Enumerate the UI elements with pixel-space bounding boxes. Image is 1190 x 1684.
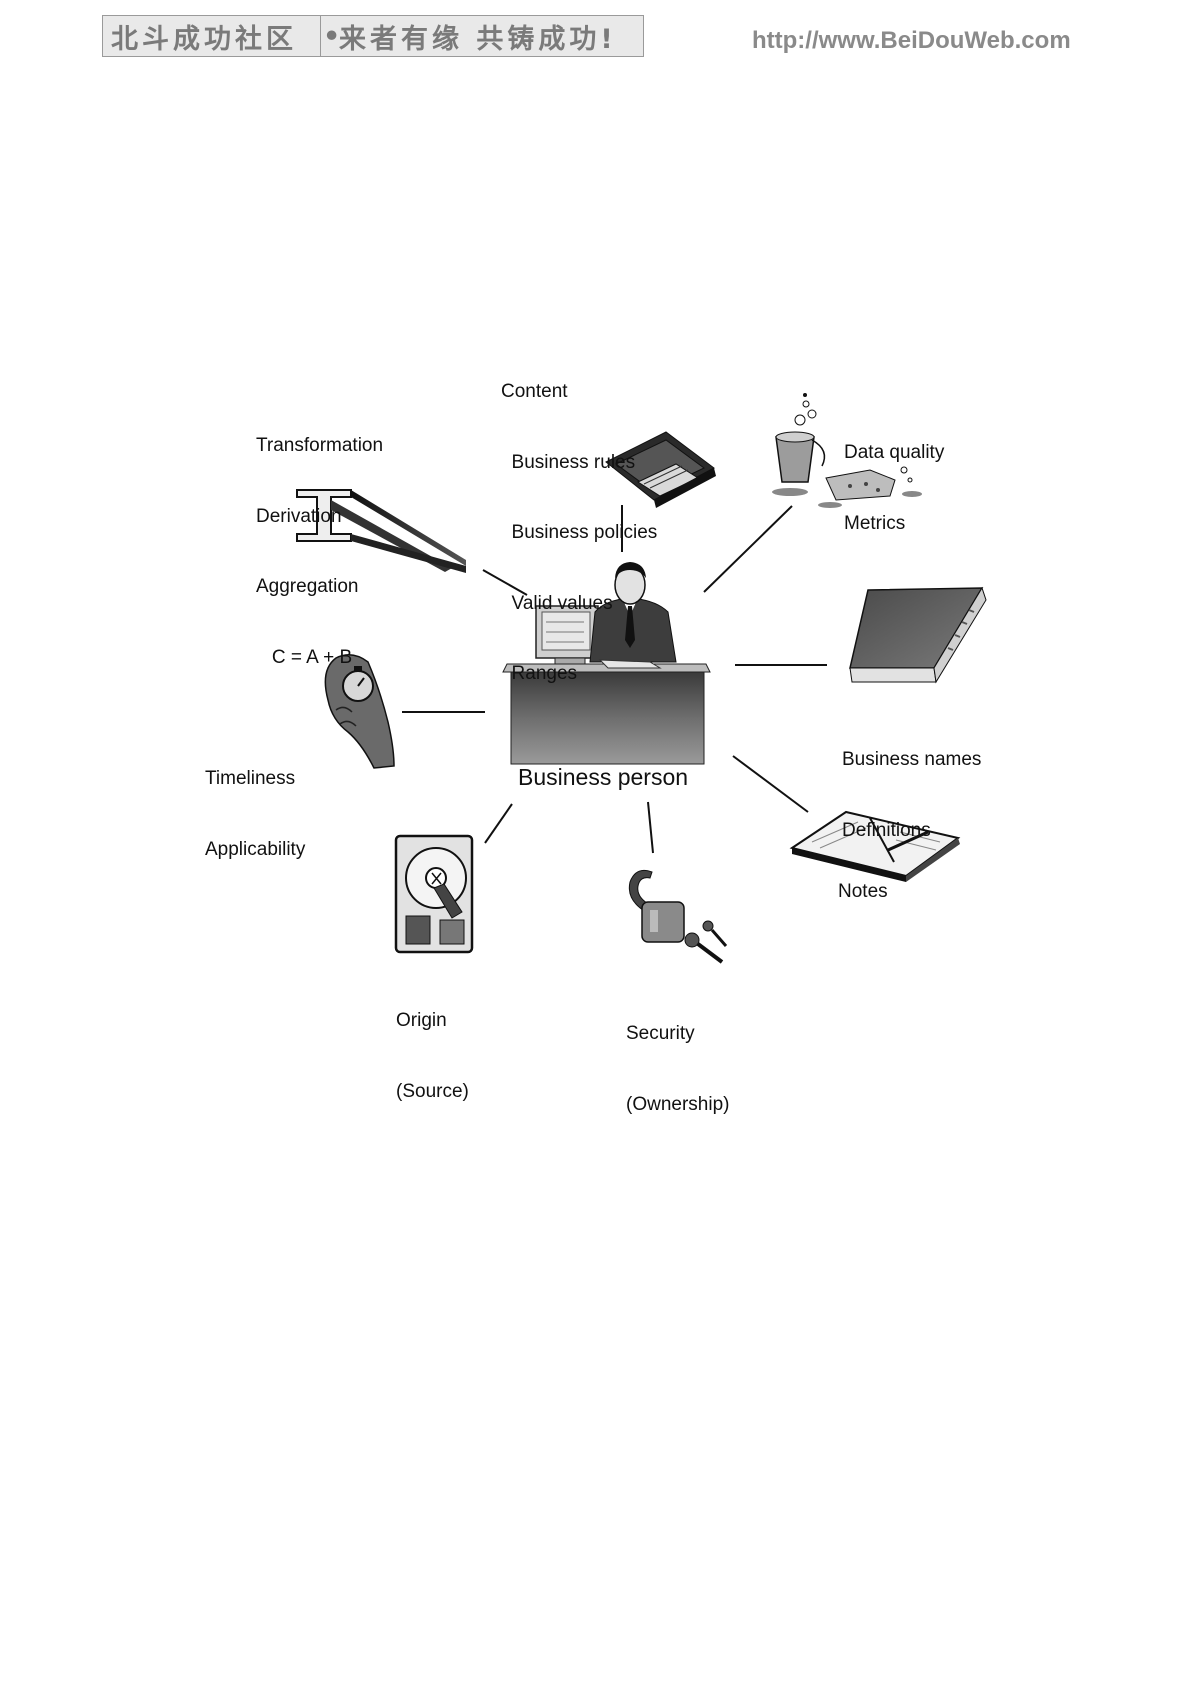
business-names-line: Definitions (842, 819, 931, 841)
connector-lines (402, 505, 827, 854)
transformation-line: Aggregation (256, 576, 359, 597)
i-beam-icon (296, 489, 466, 573)
origin-label: Origin (Source) (396, 962, 469, 1127)
transformation-line: Transformation (256, 435, 384, 456)
security-line: Security (626, 1023, 695, 1044)
bucket-sponge-icon (772, 393, 922, 508)
transformation-line: Derivation (256, 505, 342, 527)
content-line: Valid values (501, 592, 613, 614)
banner-community-name: 北斗成功社区 (103, 16, 321, 56)
banner-separator: • (323, 20, 345, 52)
notes-label: Notes (838, 881, 888, 902)
timeliness-line: Timeliness (205, 768, 296, 789)
center-label: Business person (518, 764, 689, 790)
planner-icon (789, 810, 961, 882)
timeliness-line: Applicability (205, 838, 306, 860)
origin-line: (Source) (396, 1080, 469, 1102)
timeliness-label: Timeliness Applicability (205, 720, 305, 885)
banner-slogan: 来者有缘 共铸成功! (339, 23, 617, 55)
content-line: Ranges (501, 663, 578, 684)
transformation-label: Transformation Derivation Aggregation C … (256, 387, 383, 693)
data-quality-line: Metrics (844, 512, 906, 534)
business-names-line: Business names (842, 749, 982, 770)
content-line: Business rules (501, 451, 636, 473)
padlock-icon (628, 869, 728, 964)
security-line: (Ownership) (626, 1093, 730, 1115)
transformation-line: C = A + B (256, 646, 353, 668)
stopwatch-hand-icon (324, 654, 395, 769)
hard-disk-icon (394, 834, 474, 954)
book-icon (849, 586, 987, 684)
organizer-icon (605, 431, 716, 508)
data-quality-line: Data quality (844, 442, 945, 463)
security-label: Security (Ownership) (626, 975, 729, 1140)
content-label: Content Business rules Business policies… (501, 333, 657, 709)
content-line: Content (501, 381, 568, 402)
origin-line: Origin (396, 1010, 447, 1031)
content-line: Business policies (501, 522, 658, 543)
header-url-link[interactable]: http://www.BeiDouWeb.com (752, 27, 1071, 54)
business-names-label: Business names Definitions (842, 701, 981, 866)
header-banner: 北斗成功社区 • 来者有缘 共铸成功! (102, 15, 644, 57)
business-person-icon (502, 562, 711, 765)
data-quality-label: Data quality Metrics (844, 394, 944, 559)
